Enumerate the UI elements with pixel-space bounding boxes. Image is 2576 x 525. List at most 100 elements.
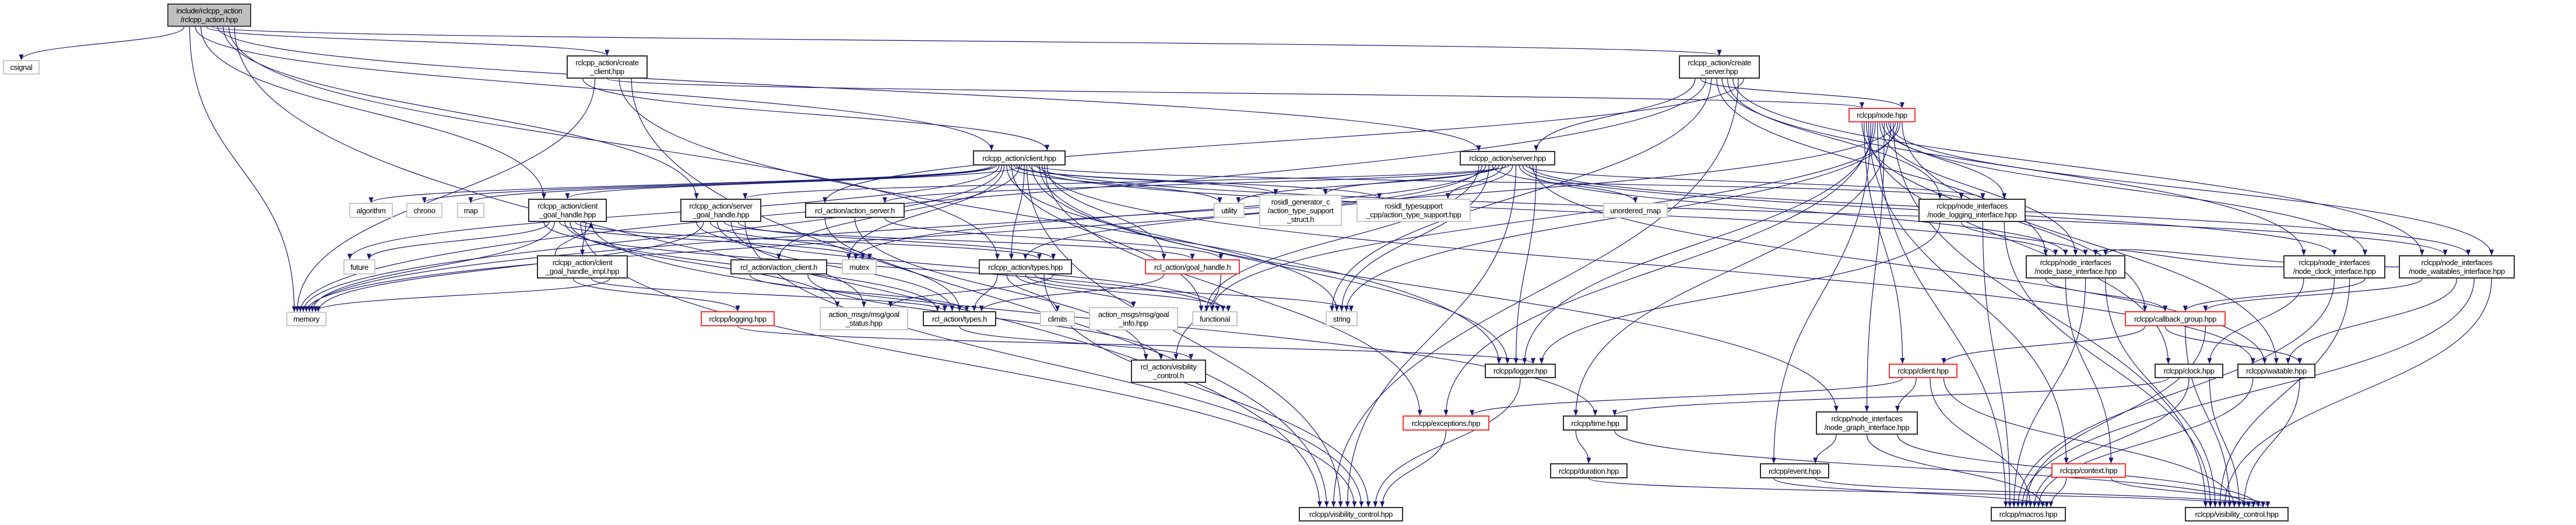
graph-node-action-client[interactable]: rcl_action/action_client.h [730,259,827,274]
edge-node-to-nli [1886,122,2007,199]
graph-node-duration[interactable]: rclcpp/duration.hpp [1550,463,1628,478]
edge-main-to-memory [189,26,297,312]
node-label: utility [1221,206,1237,215]
graph-node-create-client[interactable]: rclcpp_action/create _client.hpp [567,55,648,79]
graph-node-vis-b[interactable]: rclcpp/visibility_control.hpp [2185,507,2289,522]
edge-node-to-logger [1522,122,1876,364]
edge-create_server-to-vis_a [1331,78,1739,508]
edge-cgh-to-future [367,221,550,260]
edge-rclcpp_client-to-vis_b [1943,378,2237,508]
edge-event-to-macros [1773,478,2049,508]
graph-node-client[interactable]: rclcpp_action/client.hpp [973,150,1066,165]
graph-node-callback-group[interactable]: rclcpp/callback_group.hpp [2125,311,2226,326]
edge-node-to-event [1771,122,1871,464]
edge-server-to-string [1339,165,1489,312]
node-label: rclcpp/time.hpp [1571,418,1619,428]
edge-goal_handle_h-to-rcl_types [979,274,1165,312]
edge-sgh-to-rcl_types [716,221,955,312]
graph-node-server[interactable]: rclcpp_action/server.hpp [1460,151,1555,165]
graph-node-cgh[interactable]: rclcpp_action/client _goal_handle.hpp [528,199,607,222]
graph-node-future: future [343,259,375,274]
edge-types_hpp-to-functional [1025,274,1231,312]
edge-cgh-to-types_hpp [575,221,1042,260]
edge-nbi-to-callback_group [2045,278,2168,312]
edge-action_client-to-rcl_types [749,274,969,312]
graph-node-create-server[interactable]: rclcpp_action/create _server.hpp [1679,55,1760,79]
graph-node-rcl-vis[interactable]: rcl_action/visibility _control.h [1131,360,1206,383]
edge-main-to-server [217,26,1481,151]
node-label: rcl_action/action_server.h [814,206,895,215]
edge-logger-to-vis_a [1373,378,1521,508]
edge-create_client-to-memory [294,78,596,312]
node-label: functional [1200,314,1230,323]
edge-main-to-cgh [201,26,546,199]
graph-node-types-hpp[interactable]: rclcpp_action/types.hpp [979,259,1072,274]
node-label: rclcpp/node_interfaces /node_base_interf… [2034,258,2117,276]
edge-cghi-to-cgh [554,221,593,256]
edge-create_server-to-nli [1727,78,1942,199]
edge-server-to-nbi [1519,165,2068,256]
graph-node-vis-a[interactable]: rclcpp/visibility_control.hpp [1299,507,1403,522]
edge-clock-to-macros [2032,378,2190,508]
graph-node-logger[interactable]: rclcpp/logger.hpp [1485,364,1556,378]
graph-node-node[interactable]: rclcpp/node.hpp [1848,108,1916,122]
edge-main-to-sgh [223,26,699,199]
graph-node-climits: climits [1040,311,1075,326]
edge-clock-to-vis_b [2209,378,2242,508]
graph-node-waitable[interactable]: rclcpp/waitable.hpp [2237,364,2315,378]
edge-node-to-functional [1210,122,1900,312]
node-label: unordered_map [1610,206,1661,215]
graph-node-ngi[interactable]: rclcpp/node_interfaces /node_graph_inter… [1816,411,1918,435]
node-label: rclcpp_action/server _goal_handle.hpp [689,202,753,219]
edge-server-to-functional [1204,165,1479,312]
graph-node-sgh[interactable]: rclcpp_action/server _goal_handle.hpp [680,199,761,222]
node-label: rclcpp/duration.hpp [1559,466,1619,475]
edge-client-to-exceptions [1044,165,1422,416]
edge-types_hpp-to-string [1034,274,1354,312]
edge-client-to-nwi [1036,165,2448,256]
node-label: rosidl_typesupport _cpp/action_type_supp… [1366,202,1461,219]
graph-node-macros[interactable]: rclcpp/macros.hpp [1991,507,2066,522]
edge-client-to-goal_handle_h [1046,165,1166,260]
graph-node-event[interactable]: rclcpp/event.hpp [1760,463,1829,478]
graph-node-nli[interactable]: rclcpp/node_interfaces /node_logging_int… [1918,199,2026,222]
edge-nli-to-logger [1539,221,1941,364]
graph-node-memory: memory [286,312,326,326]
graph-node-nwi[interactable]: rclcpp/node_interfaces /node_waitables_i… [2399,255,2515,279]
graph-node-exceptions[interactable]: rclcpp/exceptions.hpp [1403,415,1489,431]
graph-node-goal-status: action_msgs/msg/goal _status.hpp [820,307,908,330]
edge-ngi-to-macros [1866,434,2046,508]
graph-node-context[interactable]: rclcpp/context.hpp [2051,463,2126,478]
edge-cghi-to-rcl_types [591,278,947,312]
graph-node-string: string [1326,311,1358,326]
node-label: rclcpp_action/server.hpp [1469,154,1546,163]
edge-server-to-action_server [883,165,1506,203]
graph-node-nci[interactable]: rclcpp/node_interfaces /node_clock_inter… [2283,255,2385,279]
graph-node-time[interactable]: rclcpp/time.hpp [1563,415,1628,431]
graph-node-logging[interactable]: rclcpp/logging.hpp [701,311,775,326]
edge-waitable-to-macros [2036,378,2254,508]
graph-node-action-server[interactable]: rcl_action/action_server.h [805,203,905,218]
graph-node-rclcpp-client[interactable]: rclcpp/client.hpp [1889,364,1958,378]
edge-rclcpp_client-to-macros [1930,378,2033,508]
node-label: rclcpp/node.hpp [1857,111,1907,119]
edge-nwi-to-vis_b [2222,278,2492,508]
graph-node-rcl-types[interactable]: rcl_action/types.h [923,311,996,326]
edge-nbi-to-macros [2011,278,2086,508]
edge-create_server-to-server [1534,78,1696,151]
graph-node-goal-handle-h[interactable]: rcl_action/goal_handle.h [1145,259,1240,274]
edge-server-to-vis_a [1345,165,1517,508]
edge-node-to-macros [1877,122,2008,508]
node-label: rosidl_generator_c /action_type_support … [1267,197,1334,224]
graph-node-clock[interactable]: rclcpp/clock.hpp [2155,364,2223,378]
edge-nci-to-nbi [2093,249,2284,267]
edge-create_server-to-string [1330,78,1712,312]
graph-node-nbi[interactable]: rclcpp/node_interfaces /node_base_interf… [2026,255,2125,279]
edge-clock-to-time [1612,378,2169,416]
edge-cgh-to-cghi [580,221,586,256]
graph-node-chrono: chrono [406,203,442,218]
node-label: rclcpp/macros.hpp [1999,510,2058,519]
edge-client-to-ngi [1031,165,1839,412]
graph-node-cghi[interactable]: rclcpp_action/client _goal_handle_impl.h… [537,255,628,279]
